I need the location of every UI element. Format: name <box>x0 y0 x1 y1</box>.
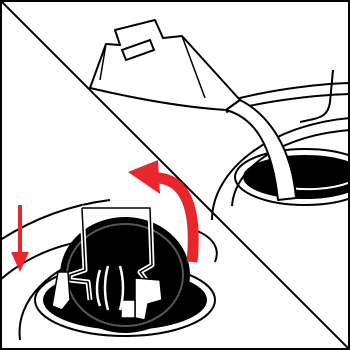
lid-insert-panel <box>0 160 217 340</box>
paper-bag <box>90 20 240 110</box>
clip-tab <box>121 300 135 318</box>
bag-liner-panel <box>90 20 350 220</box>
